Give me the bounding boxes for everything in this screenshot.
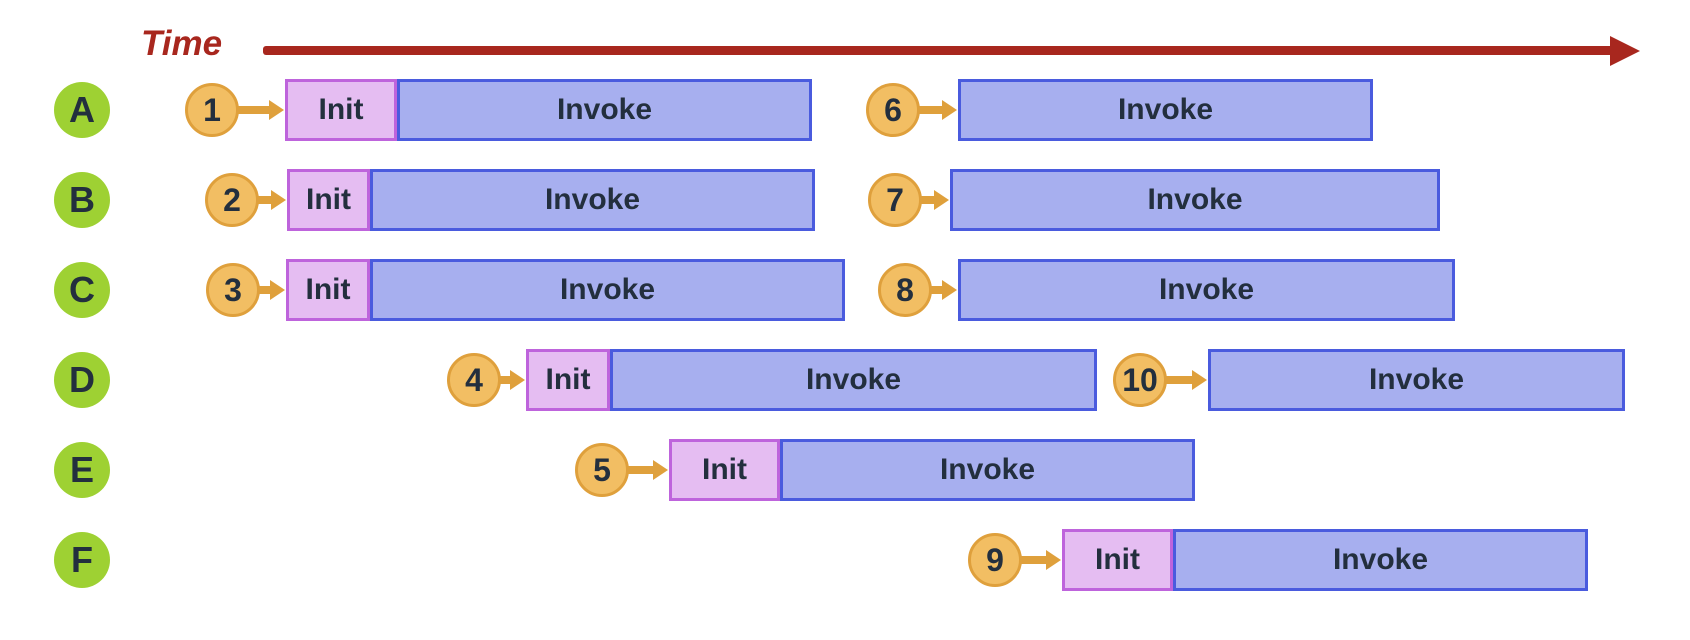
invoke-segment: Invoke bbox=[370, 169, 815, 231]
invoke-segment: Invoke bbox=[1208, 349, 1625, 411]
request-marker-4: 4 bbox=[447, 353, 501, 407]
init-segment: Init bbox=[285, 79, 397, 141]
request-marker-6: 6 bbox=[866, 83, 920, 137]
request-marker-1: 1 bbox=[185, 83, 239, 137]
init-segment: Init bbox=[287, 169, 370, 231]
env-label-A: A bbox=[54, 82, 110, 138]
invoke-segment: Invoke bbox=[370, 259, 845, 321]
init-segment: Init bbox=[526, 349, 610, 411]
env-label-C: C bbox=[54, 262, 110, 318]
env-label-E: E bbox=[54, 442, 110, 498]
env-label-B: B bbox=[54, 172, 110, 228]
invoke-segment: Invoke bbox=[958, 259, 1455, 321]
marker-arrow-shaft bbox=[626, 466, 655, 474]
invoke-segment: Invoke bbox=[780, 439, 1195, 501]
marker-arrow-shaft bbox=[917, 106, 944, 114]
marker-arrow-icon bbox=[271, 190, 286, 210]
marker-arrow-icon bbox=[934, 190, 949, 210]
marker-arrow-shaft bbox=[1164, 376, 1194, 384]
marker-arrow-icon bbox=[1192, 370, 1207, 390]
request-marker-9: 9 bbox=[968, 533, 1022, 587]
request-marker-7: 7 bbox=[868, 173, 922, 227]
marker-arrow-shaft bbox=[257, 286, 272, 294]
invoke-segment: Invoke bbox=[1173, 529, 1588, 591]
request-marker-2: 2 bbox=[205, 173, 259, 227]
marker-arrow-icon bbox=[270, 280, 285, 300]
marker-arrow-shaft bbox=[256, 196, 273, 204]
invoke-segment: Invoke bbox=[950, 169, 1440, 231]
marker-arrow-icon bbox=[653, 460, 668, 480]
marker-arrow-shaft bbox=[919, 196, 936, 204]
env-label-D: D bbox=[54, 352, 110, 408]
request-marker-5: 5 bbox=[575, 443, 629, 497]
marker-arrow-shaft bbox=[1019, 556, 1048, 564]
request-marker-8: 8 bbox=[878, 263, 932, 317]
marker-arrow-icon bbox=[269, 100, 284, 120]
marker-arrow-icon bbox=[1046, 550, 1061, 570]
marker-arrow-shaft bbox=[929, 286, 944, 294]
request-marker-10: 10 bbox=[1113, 353, 1167, 407]
invoke-segment: Invoke bbox=[958, 79, 1373, 141]
marker-arrow-icon bbox=[942, 100, 957, 120]
init-segment: Init bbox=[669, 439, 780, 501]
time-axis-label: Time bbox=[141, 24, 223, 63]
request-marker-3: 3 bbox=[206, 263, 260, 317]
env-label-F: F bbox=[54, 532, 110, 588]
marker-arrow-icon bbox=[942, 280, 957, 300]
init-segment: Init bbox=[1062, 529, 1173, 591]
init-segment: Init bbox=[286, 259, 370, 321]
marker-arrow-shaft bbox=[236, 106, 271, 114]
invoke-segment: Invoke bbox=[610, 349, 1097, 411]
time-axis-arrowhead-icon bbox=[1610, 36, 1640, 66]
time-axis-line bbox=[263, 46, 1616, 55]
invoke-segment: Invoke bbox=[397, 79, 812, 141]
marker-arrow-icon bbox=[510, 370, 525, 390]
marker-arrow-shaft bbox=[498, 376, 512, 384]
